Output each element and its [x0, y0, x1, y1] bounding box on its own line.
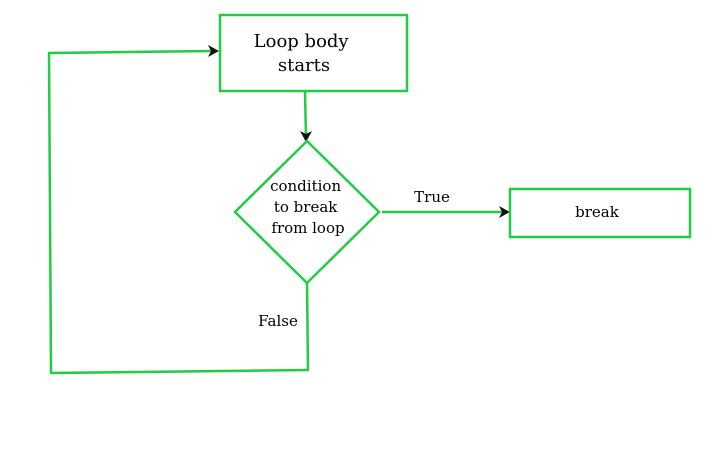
break-box [508, 187, 692, 239]
loop-body-line-2: starts [278, 55, 330, 76]
loop-body-line-1: Loop body [254, 31, 350, 52]
false-label: False [258, 312, 298, 330]
edge-false-loop [47, 49, 310, 375]
condition-line-3: from loop [271, 219, 344, 237]
edge-true-arrowhead [499, 206, 510, 218]
loop-body-label: Loop body starts [254, 31, 355, 76]
loop-body-box [218, 13, 409, 93]
edge-body-to-condition-arrowhead [300, 131, 312, 142]
edge-body-to-condition [303, 91, 308, 140]
edge-false-arrowhead [208, 45, 219, 57]
true-label: True [414, 188, 450, 206]
condition-line-2: to break [274, 198, 338, 216]
condition-line-1: condition [270, 177, 341, 195]
break-label: break [575, 203, 620, 221]
condition-label: condition to break from loop [270, 177, 346, 237]
break-line-1: break [575, 203, 620, 221]
